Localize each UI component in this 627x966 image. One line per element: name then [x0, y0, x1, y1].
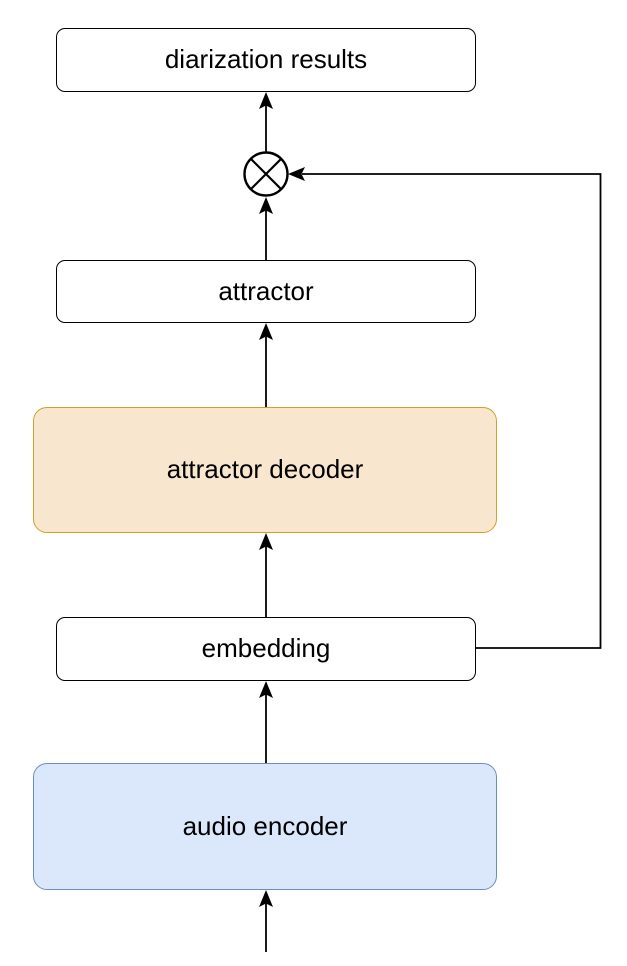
multiply-node	[243, 151, 289, 197]
node-audio-encoder-label: audio encoder	[182, 810, 348, 841]
arrowhead-to-diarization	[259, 92, 273, 109]
node-audio-encoder: audio encoder	[33, 763, 497, 890]
node-attractor-decoder-label: attractor decoder	[166, 454, 364, 485]
arrowhead-to-embedding	[259, 681, 273, 698]
arrowhead-to-decoder	[259, 533, 273, 550]
node-diarization-results-label: diarization results	[164, 44, 368, 75]
node-diarization-results: diarization results	[56, 28, 476, 92]
node-attractor-label: attractor	[218, 275, 314, 306]
arrowhead-feedback-to-multiply	[288, 167, 305, 181]
arrowhead-to-multiply-bottom	[259, 197, 273, 214]
node-embedding: embedding	[56, 617, 476, 681]
arrowhead-to-encoder	[259, 890, 273, 907]
node-embedding-label: embedding	[201, 633, 331, 664]
arrowhead-to-attractor	[259, 323, 273, 340]
node-attractor: attractor	[56, 260, 476, 323]
node-attractor-decoder: attractor decoder	[33, 407, 497, 533]
multiply-x-stroke-2	[250, 158, 282, 190]
edge-embedding-feedback	[302, 173, 602, 649]
